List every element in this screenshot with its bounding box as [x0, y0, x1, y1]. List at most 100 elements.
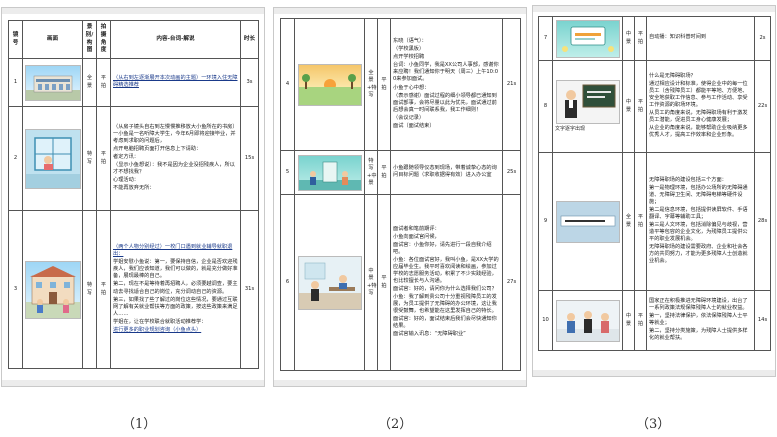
storyboard-page-2: 4 全景+特写 平拍 东晓（语气）： （学校黑板） 点开学校招聘 台词：小鱼同学… — [274, 8, 526, 386]
content-line: 什么是无障碍职场？ — [649, 72, 696, 79]
angle-cell: 平拍 — [96, 106, 111, 211]
content-line: 从员工的角度来说，无障碍职场有利于激发员工潜能，促进员工身心健康发展； — [649, 110, 748, 124]
content-line: 小鱼向面试官问候， — [393, 233, 440, 240]
content-line: 小鱼：我了解到贵公司十分重视残障员工的发展，为员工提供了无障碍的办公环境，这让我… — [393, 294, 497, 315]
caption-page-1: （1） — [122, 417, 157, 432]
content-cell: 小鱼跟随领导仪态到现场，带着诚挚心态的询问目标问题（求职收据得有效）进入办公室 — [390, 150, 503, 195]
framing-cell: 全景+特写 — [364, 18, 378, 151]
shot-number: 3 — [8, 210, 23, 369]
content-line: 无障碍职场的建设包括三个方面： — [649, 176, 727, 183]
table-row: 8 文字逐字出现 中景 平拍 什么是无障碍职场？ 通过相应设计和标准，使得企 — [538, 60, 771, 153]
frame-image-science-intro — [555, 19, 620, 58]
table-row: 9 全景 平拍 无障碍职场的建设包括三个方面： 第一是物理环境，包括办公场所的无… — [538, 152, 771, 291]
content-cell: 自动播：知识科普时间到 — [646, 16, 755, 61]
page-bottom-edge — [2, 380, 264, 386]
shot-number: 2 — [8, 106, 23, 211]
caption-page-2: （2） — [378, 417, 413, 432]
header-content: 内容-台词-解说 — [110, 20, 241, 59]
frame-caption: 文字逐字出现 — [555, 126, 586, 133]
angle-cell: 平拍 — [634, 60, 647, 153]
page-bottom-edge — [533, 370, 775, 376]
header-angle: 拍摄角度 — [96, 20, 111, 59]
page-bottom-edge — [274, 380, 526, 386]
shot-number: 1 — [8, 58, 23, 107]
frame-cell — [294, 194, 365, 371]
content-line: 小鱼于心中想： — [393, 84, 430, 91]
table-row: 1 全景 平拍 （从右到左逐渐展开本次动画的主题）一环境入住无障碍精选推荐 — [8, 58, 259, 107]
content-line: 点开电脑招聘页面打开信息上下请助： — [113, 145, 202, 152]
frame-image-interview-room — [297, 255, 362, 310]
frame-image-text-banner — [555, 200, 620, 243]
frame-cell: 文字逐字出现 — [552, 60, 623, 153]
content-line: 学姐在，让在学校联合就职活动推荐学： — [113, 318, 207, 325]
frame-image-presenter-board — [555, 80, 620, 125]
storyboard-table-1: 镜号 画面 景别/构图 拍摄角度 内容-台词-解说 时长 1 — [8, 20, 259, 369]
duration-cell: 27s — [502, 194, 521, 371]
content-line: （会议记录） — [393, 114, 425, 121]
content-line: 第一，坚持法律保护，依法保障残障人士平等就业； — [649, 312, 748, 326]
content-line: 第三，如果找了些了解过的岗位这些情况，要通过互联网了解有关就业帮扶等方面的政策，… — [113, 296, 238, 317]
framing-cell: 中景+特写 — [364, 194, 378, 371]
content-cell: （两个人物分别经过）一校门口遇到就业辅导就职退出： 学姐安慰小鱼说：第一，要保持… — [110, 210, 241, 369]
content-line: 进行更多的职业规划咨询（小鱼点头） — [113, 326, 202, 333]
content-line: 不能再放弃无所： — [113, 185, 155, 192]
duration-cell: 21s — [502, 18, 521, 151]
storyboard-page-3: 7 中景 平拍 自动播：知识科普时间到 2s 8 — [533, 6, 775, 376]
content-line: 东晓（语气）： — [393, 38, 427, 45]
content-line: （学校黑板） — [393, 46, 425, 53]
storyboard-table-3: 7 中景 平拍 自动播：知识科普时间到 2s 8 — [538, 16, 771, 351]
framing-cell: 特写+中景 — [364, 150, 378, 195]
duration-cell: 28s — [754, 152, 771, 291]
storyboard-page-1: 镜号 画面 景别/构图 拍摄角度 内容-台词-解说 时长 1 — [2, 8, 264, 386]
content-line: 国家正在积极推进无障碍环境建设，出台了一系列政策法规保障残障人士的就业权益。 — [649, 297, 748, 311]
content-line: （从右到左逐渐展开本次动画的主题）一环境入住无障碍精选推荐 — [113, 74, 238, 88]
shot-number: 6 — [280, 194, 295, 371]
content-cell: （从房子镜头自右到左慢慢推移放大小鱼所在的书房）一小鱼是一名听障大学生，今年6月… — [110, 106, 241, 211]
duration-cell: 3s — [240, 58, 259, 107]
frame-image-office-entry — [297, 154, 362, 191]
shot-number: 7 — [538, 16, 553, 61]
frame-cell — [22, 106, 83, 211]
header-framing: 景别/构图 — [82, 20, 97, 59]
content-cell: 面试者和笔前期评： 小鱼向面试官问候， 面试官：小鱼你好，请先进行一段自我介绍吧… — [390, 194, 503, 371]
table-row: 5 特写+中景 平拍 小鱼跟随领导仪态到现场，带着诚挚心态的询问目标问题（求职收… — [280, 150, 521, 195]
frame-cell — [22, 210, 83, 369]
table-row: 3 特写 平拍 （两个人物分别 — [8, 210, 259, 369]
frame-cell — [294, 18, 365, 151]
angle-cell: 平拍 — [634, 16, 647, 61]
content-line: 通过相应设计和标准，使得企业中的每一位员工（含残障员工）都能平等地、方便地、安全… — [649, 80, 748, 108]
content-line: 台词：小鱼同学，我是XX公司人事部，感谢你来应聘！我们通知你于明天（周三）上午1… — [393, 62, 499, 83]
content-cell: （从右到左逐渐展开本次动画的主题）一环境入住无障碍精选推荐 — [110, 58, 241, 107]
duration-cell: 14s — [754, 290, 771, 351]
content-line: （表示感谢）面试过程的细小领导都已通知到面试部事，会将尽量以此为优先，面试通过前… — [393, 92, 497, 113]
content-cell: 国家正在积极推进无障碍环境建设，出台了一系列政策法规保障残障人士的就业权益。 第… — [646, 290, 755, 351]
caption-page-3: （3） — [636, 417, 671, 432]
frame-cell — [552, 16, 623, 61]
shot-number: 9 — [538, 152, 553, 291]
table-row: 2 特写 平拍 （从房子镜头自右到左慢慢推移放大小鱼所在 — [8, 106, 259, 211]
content-line: 第二，现在不是等待着再招聘人，必须要越调查，要主动去寻找适合自己的岗位，充分调动… — [113, 281, 238, 295]
content-line: （显示小鱼想说）：我不是因为企业没招残疾人，所以才不想找我？ — [113, 162, 235, 176]
content-line: 小鱼跟随领导仪态到现场，带着诚挚心态的询问目标问题（求职收据得有效）进入办公室 — [393, 164, 497, 178]
framing-cell: 中景 — [622, 16, 635, 61]
frame-image-school-gate — [25, 260, 81, 319]
table-row: 4 全景+特写 平拍 东晓（语气）： （学校黑板） 点开学校招聘 台词：小鱼同学… — [280, 18, 521, 151]
shot-number: 10 — [538, 290, 553, 351]
framing-cell: 特写 — [82, 106, 97, 211]
table-row: 6 中景+特写 平拍 面试者和笔前期评： 小鱼向面试官问候， — [280, 194, 521, 371]
content-line: 者定方讯： — [113, 153, 139, 160]
frame-cell — [22, 58, 83, 107]
content-line: 小鱼：各位面试官好，我叫小鱼，是XX大学的应届毕业生。我平时喜欢阅读和绘画，参加… — [393, 256, 499, 284]
content-line: 面试官：好的，面试结束后我们会尽快通知你结果。 — [393, 316, 497, 330]
content-line: 面试官：好的，请问你为什么选择我们公司？ — [393, 286, 497, 292]
content-line: （从房子镜头自右到左慢慢推移放大小鱼所在的书房）一小鱼是一名听障大学生，今年6月… — [113, 123, 238, 144]
angle-cell: 平拍 — [96, 210, 111, 369]
content-cell: 东晓（语气）： （学校黑板） 点开学校招聘 台词：小鱼同学，我是XX公司人事部，… — [390, 18, 503, 151]
content-line: 面试官：小鱼你好，请先进行一段自我介绍吧。 — [393, 241, 492, 255]
angle-cell: 平拍 — [634, 290, 647, 351]
content-line: 面试官输入讯息：“无障碍职业” — [393, 331, 466, 338]
frame-image-window-room — [25, 128, 81, 189]
content-line: 第二是信息环境，包括提供读屏软件、手语翻译、字幕等辅助工具； — [649, 206, 748, 220]
content-line: 学姐安慰小鱼说：第一，要保持自信，企业是否欢迎残疾人，我们应该知道，我们可以做的… — [113, 259, 238, 280]
shot-number: 4 — [280, 18, 295, 151]
